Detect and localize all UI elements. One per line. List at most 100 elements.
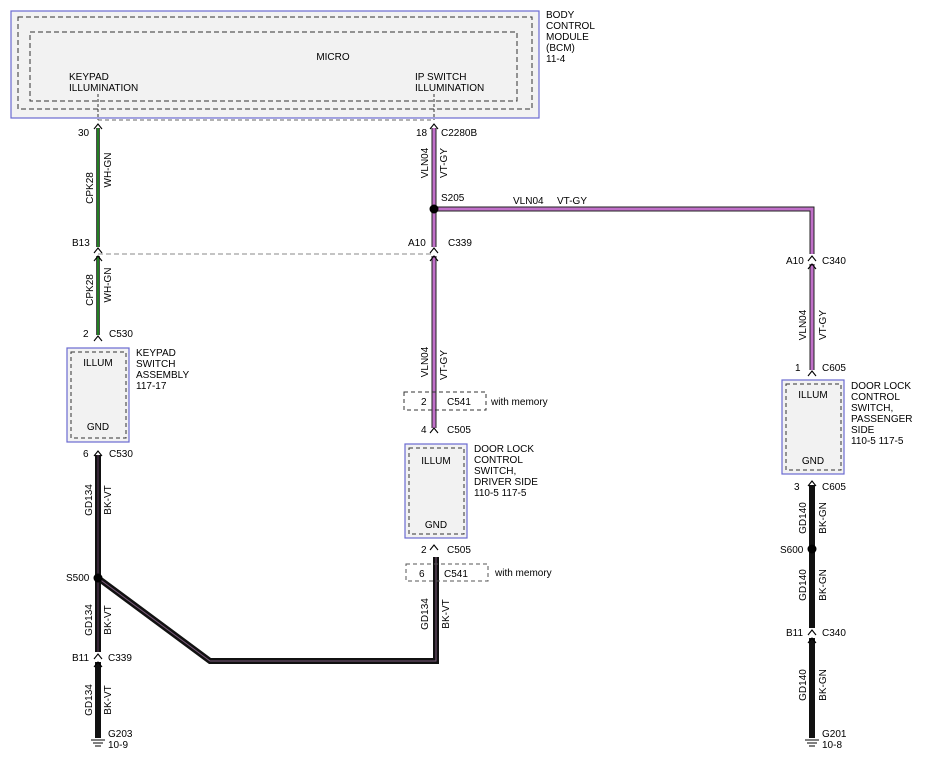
wire-code-vln04-2: VLN04 — [420, 346, 431, 377]
driver-title-1: DOOR LOCK — [474, 444, 534, 455]
wire-color-bkvt-mid: BK-VT — [441, 599, 452, 628]
pin-b11-c340: B11 — [786, 628, 803, 639]
pin-30: 30 — [78, 128, 90, 139]
passenger-title-5: SIDE — [851, 425, 875, 436]
door-lock-switch-passenger: ILLUM GND — [781, 379, 845, 475]
passenger-title-6: 110-5 117-5 — [851, 436, 904, 447]
bcm-module: MICRO KEYPAD ILLUMINATION IP SWITCH ILLU… — [10, 10, 595, 119]
conn-c339-left: C339 — [108, 653, 132, 664]
wire-color-bkgn-1: BK-GN — [818, 502, 829, 534]
pin-a10-c339: A10 — [408, 238, 426, 249]
micro-label: MICRO — [316, 52, 350, 63]
conn-c505-top: C505 — [447, 425, 471, 436]
wire-color-vtgy-1: VT-GY — [439, 148, 450, 178]
opt-conn-c541-bottom: C541 — [444, 569, 468, 580]
keypad-title-2: SWITCH — [136, 359, 175, 370]
pin-b11: B11 — [72, 653, 89, 664]
wire-code-gd134-1: GD134 — [84, 484, 95, 516]
conn-c605-bottom: C605 — [822, 482, 846, 493]
pin-6-c530: 6 — [83, 449, 89, 460]
driver-title-2: CONTROL — [474, 455, 523, 466]
wire-code-vln04-1: VLN04 — [420, 147, 431, 178]
ip-switch-illum-label-2: ILLUMINATION — [415, 83, 484, 94]
bcm-title-4: (BCM) — [546, 43, 575, 54]
wire-code-gd134-3: GD134 — [84, 684, 95, 716]
connector-chevrons — [93, 123, 817, 668]
driver-title-4: DRIVER SIDE — [474, 477, 538, 488]
pin-2-c505: 2 — [421, 545, 427, 556]
wire-color-whgn-1: WH-GN — [103, 153, 114, 188]
wire-code-gd140-2: GD140 — [798, 569, 809, 601]
bcm-title-5: 11-4 — [546, 54, 566, 65]
wire-color-vtgy-2: VT-GY — [439, 350, 450, 380]
ground-g201-ref: 10-8 — [822, 740, 842, 751]
conn-c339-mid: C339 — [448, 238, 472, 249]
ground-g203-ref: 10-9 — [108, 740, 128, 751]
opt-conn-c541-top: C541 — [447, 397, 471, 408]
wire-color-vtgy-right: VT-GY — [818, 310, 829, 340]
ip-switch-illum-label-1: IP SWITCH — [415, 72, 466, 83]
pin-18: 18 — [416, 128, 428, 139]
keypad-title-3: ASSEMBLY — [136, 370, 189, 381]
pin-b13: B13 — [72, 238, 90, 249]
with-memory-2: with memory — [494, 568, 552, 579]
pin-a10-c340: A10 — [786, 256, 804, 267]
passenger-illum: ILLUM — [798, 390, 827, 401]
with-memory-1: with memory — [490, 397, 548, 408]
bcm-title-2: CONTROL — [546, 21, 595, 32]
conn-c340-bottom: C340 — [822, 628, 846, 639]
wire-vln04-branch — [434, 206, 815, 254]
wire-color-whgn-2: WH-GN — [103, 268, 114, 303]
keypad-title-4: 117-17 — [136, 381, 167, 392]
wire-code-gd140-1: GD140 — [798, 502, 809, 534]
wire-code-cpk28-1: CPK28 — [85, 172, 96, 204]
ground-g201: G201 — [822, 729, 847, 740]
optional-connector-c541-top — [403, 391, 487, 411]
ground-g201-icon — [805, 739, 819, 747]
keypad-illum-label-1: KEYPAD — [69, 72, 109, 83]
wire-code-cpk28-2: CPK28 — [85, 274, 96, 306]
pin-2-c530: 2 — [83, 329, 89, 340]
wire-color-bkgn-3: BK-GN — [818, 669, 829, 701]
keypad-switch-assembly: ILLUM GND — [66, 347, 130, 443]
conn-c2280b: C2280B — [441, 128, 477, 139]
ground-g203-icon — [91, 739, 105, 747]
conn-c340-top: C340 — [822, 256, 846, 267]
driver-title-3: SWITCH, — [474, 466, 516, 477]
driver-illum: ILLUM — [421, 456, 450, 467]
wire-code-vln04-right: VLN04 — [798, 309, 809, 340]
conn-c530-top: C530 — [109, 329, 133, 340]
wire-color-bkgn-2: BK-GN — [818, 569, 829, 601]
splice-s205-label: S205 — [441, 193, 465, 204]
conn-c605-top: C605 — [822, 363, 846, 374]
splice-s205 — [429, 204, 439, 214]
keypad-title-1: KEYPAD — [136, 348, 176, 359]
bcm-title-3: MODULE — [546, 32, 589, 43]
splice-s500-label: S500 — [66, 573, 90, 584]
opt-pin-6: 6 — [419, 569, 425, 580]
optional-connector-c541-bottom — [405, 563, 489, 582]
passenger-title-1: DOOR LOCK — [851, 381, 911, 392]
bcm-title-1: BODY — [546, 10, 575, 21]
driver-gnd: GND — [425, 520, 447, 531]
branch-code-vln04: VLN04 — [513, 196, 544, 207]
keypad-illum-label-2: ILLUMINATION — [69, 83, 138, 94]
conn-c505-bottom: C505 — [447, 545, 471, 556]
wire-color-bkvt-3: BK-VT — [103, 685, 114, 714]
driver-title-5: 110-5 117-5 — [474, 488, 527, 499]
branch-color-vtgy: VT-GY — [557, 196, 587, 207]
pin-1-c605: 1 — [795, 363, 801, 374]
passenger-title-2: CONTROL — [851, 392, 900, 403]
passenger-title-4: PASSENGER — [851, 414, 913, 425]
wire-code-gd140-3: GD140 — [798, 669, 809, 701]
keypad-gnd: GND — [87, 422, 109, 433]
ground-g203: G203 — [108, 729, 133, 740]
passenger-gnd: GND — [802, 456, 824, 467]
wire-color-bkvt-2: BK-VT — [103, 605, 114, 634]
keypad-illum: ILLUM — [83, 358, 112, 369]
splice-s600-label: S600 — [780, 545, 804, 556]
pin-3-c605: 3 — [794, 482, 800, 493]
pin-4-c505: 4 — [421, 425, 427, 436]
opt-pin-2: 2 — [421, 397, 427, 408]
